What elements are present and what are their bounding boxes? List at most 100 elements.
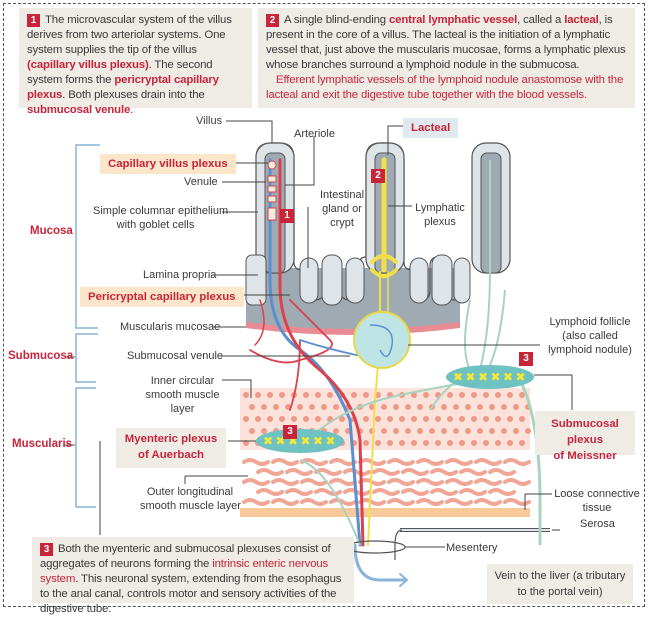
capillary-villus-plexus-cells: [267, 160, 277, 221]
muscle-dot: [519, 392, 525, 398]
muscle-fiber: [459, 488, 487, 496]
muscle-fiber: [271, 478, 299, 486]
label-loose-connective-line1: Loose connective: [554, 488, 640, 500]
muscle-fiber: [329, 498, 357, 506]
label-vein-to-liver-line2: to the portal vein): [517, 586, 603, 598]
submucosal-neurons: ✖✖✖✖✖✖: [453, 370, 526, 384]
label-lymphatic-plexus: Lymphatic plexus: [410, 201, 470, 229]
muscle-dot: [501, 404, 507, 410]
neuron-icon: ✖: [465, 370, 475, 384]
muscle-dot: [249, 404, 255, 410]
muscle-fiber: [256, 488, 284, 496]
muscle-fiber: [474, 498, 502, 506]
muscle-fiber: [430, 468, 458, 476]
muscle-dot: [417, 404, 423, 410]
label-lymphoid-follicle-line1: Lymphoid follicle: [549, 316, 631, 328]
leader-lines: [99, 120, 573, 548]
muscle-dot: [291, 416, 297, 422]
muscle-dot: [351, 392, 357, 398]
label-outer-longitudinal-line2: smooth muscle layer: [140, 500, 241, 512]
muscle-fiber: [300, 478, 328, 486]
muscle-dot: [513, 404, 519, 410]
neuron-icon: ✖: [515, 370, 525, 384]
neuron-icon: ✖: [275, 434, 285, 448]
neuron-icon: ✖: [288, 434, 298, 448]
muscle-dot: [273, 404, 279, 410]
muscle-fiber: [503, 458, 531, 466]
muscle-dot: [459, 440, 465, 446]
label-submucosal-plexus-line1: Submucosal plexus: [551, 418, 619, 446]
muscle-dot: [333, 404, 339, 410]
muscle-fiber: [242, 458, 270, 466]
muscle-dot: [429, 428, 435, 434]
muscle-dot: [267, 416, 273, 422]
muscle-dot: [255, 416, 261, 422]
figure-frame: [3, 3, 645, 607]
label-vein-to-liver-line1: Vein to the liver (a tributary: [494, 570, 626, 582]
muscle-dot: [441, 428, 447, 434]
n3-segment: Both the myenteric and submucosal plexus…: [40, 543, 331, 570]
muscle-dot: [393, 428, 399, 434]
muscle-dot: [369, 404, 375, 410]
label-venule: Venule: [184, 176, 218, 188]
label-lymphatic-plexus-line2: plexus: [424, 216, 456, 228]
label-loose-connective: Loose connective tissue: [552, 487, 642, 515]
muscle-dot: [441, 404, 447, 410]
muscle-fiber: [300, 498, 328, 506]
muscle-fiber: [387, 498, 415, 506]
muscle-dot: [243, 416, 249, 422]
mucosa-bracket: [75, 144, 100, 329]
muscle-dot: [489, 404, 495, 410]
muscle-dot: [465, 404, 471, 410]
n2-segment: lacteal: [564, 14, 599, 26]
badge-3-submucosal: 3: [519, 352, 533, 366]
badge-3-myenteric: 3: [283, 425, 297, 439]
label-inner-circular-line3: layer: [170, 403, 195, 415]
muscle-fiber: [387, 478, 415, 486]
muscle-dot: [279, 392, 285, 398]
myenteric-plexus: [256, 429, 344, 453]
muscle-fiber: [372, 468, 400, 476]
n1-segment: pericryptal capillary plexus: [27, 74, 219, 101]
n1-segment: submucosal venule: [27, 104, 131, 116]
label-loose-connective-line2: tissue: [582, 502, 612, 514]
muscle-fiber: [300, 458, 328, 466]
muscle-dot: [507, 440, 513, 446]
muscle-dot: [471, 440, 477, 446]
muscle-fiber: [314, 488, 342, 496]
muscle-dot: [255, 392, 261, 398]
n2-segment: , called a: [517, 14, 565, 26]
label-simple-columnar-line2: with goblet cells: [116, 219, 195, 231]
muscle-dot: [423, 416, 429, 422]
label-lymphoid-follicle-line3: lymphoid nodule): [548, 344, 632, 356]
badge-2-lacteal: 2: [371, 169, 385, 183]
label-simple-columnar: Simple columnar epithelium with goblet c…: [93, 204, 228, 232]
muscle-dot: [339, 416, 345, 422]
muscle-dot: [471, 392, 477, 398]
muscle-dot: [525, 428, 531, 434]
muscle-dot: [483, 416, 489, 422]
label-inner-circular-line2: smooth muscle: [145, 389, 220, 401]
muscle-fiber: [314, 468, 342, 476]
note-2-text: A single blind-ending central lymphatic …: [266, 14, 626, 71]
label-intestinal-gland: Intestinal gland or crypt: [312, 188, 372, 230]
submucosal-plexus-box: Submucosal plexus of Meissner: [535, 411, 635, 462]
label-submucosal-plexus-line2: of Meissner: [553, 450, 617, 462]
section-muscularis: Muscularis: [12, 438, 73, 450]
muscle-fiber: [242, 498, 270, 506]
n1-segment: . The second system forms the: [27, 59, 213, 86]
label-intestinal-gland-line3: crypt: [330, 217, 354, 229]
muscle-fiber: [401, 468, 429, 476]
muscle-dot: [399, 416, 405, 422]
muscle-fiber: [459, 468, 487, 476]
muscle-dot: [507, 392, 513, 398]
muscle-dot: [417, 428, 423, 434]
section-submucosa: Submucosa: [8, 350, 74, 362]
muscle-dot: [495, 392, 501, 398]
muscle-fiber: [445, 498, 473, 506]
neuron-icon: ✖: [453, 370, 463, 384]
muscle-fiber: [343, 468, 371, 476]
muscle-dot: [243, 392, 249, 398]
muscle-dot: [309, 404, 315, 410]
